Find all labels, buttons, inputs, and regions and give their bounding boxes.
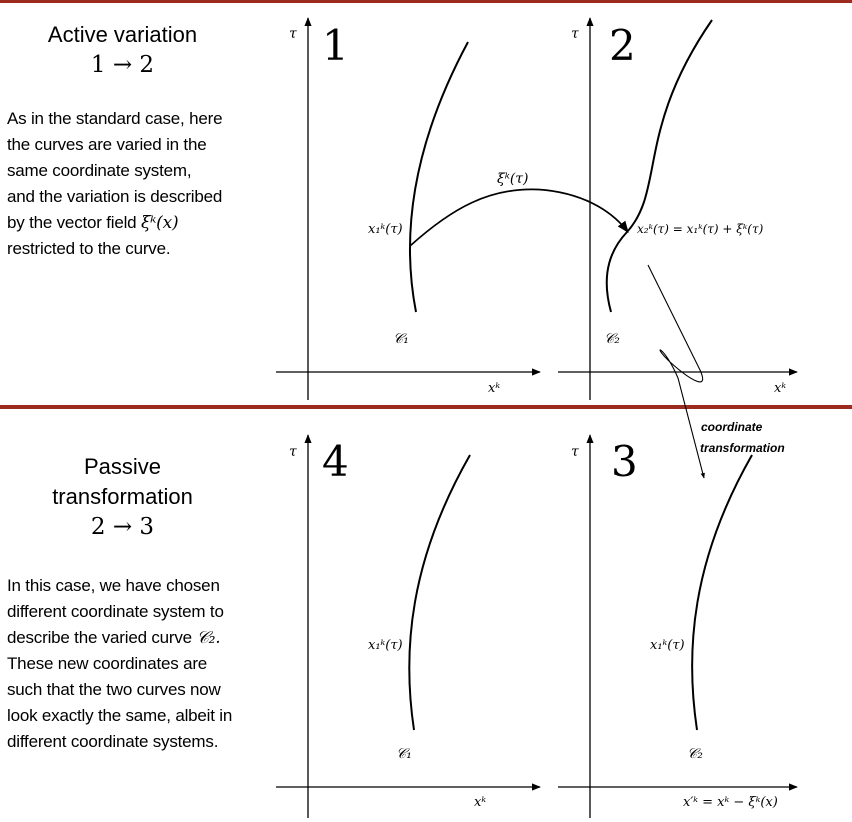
variation-arrow	[409, 188, 629, 247]
panel-2-number: 2	[609, 21, 636, 70]
panel-3-curve-label: 𝒞₂	[687, 746, 703, 762]
active-line-5: by the vector field ξᵏ(x)	[7, 210, 222, 236]
passive-line-1: In this case, we have chosen	[7, 576, 220, 595]
passive-line-5: such that the two curves now	[7, 680, 221, 699]
varied-curve-math: 𝒞₂.	[196, 628, 221, 648]
panel-1-point-label: x₁ᵏ(τ)	[368, 222, 403, 237]
passive-line-7: different coordinate systems.	[7, 732, 219, 751]
passive-description: In this case, we have chosen different c…	[7, 573, 232, 755]
passive-line-3: describe the varied curve 𝒞₂.	[7, 625, 232, 651]
passive-line-4: These new coordinates are	[7, 654, 208, 673]
panel-1-curve-label: 𝒞₁	[393, 331, 409, 347]
transformation-label-line-2: transformation	[700, 441, 785, 455]
panel-2: τ 2 x₂ᵏ(τ) = x₁ᵏ(τ) + ξᵏ(τ) 𝒞₂ xᵏ	[558, 17, 798, 400]
active-title: Active variation	[47, 22, 198, 47]
panel-4: τ 4 x₁ᵏ(τ) 𝒞₁ xᵏ	[276, 434, 541, 818]
panel-3-number: 3	[611, 437, 638, 486]
panel-3: τ 3 x₁ᵏ(τ) 𝒞₂ x′ᵏ = xᵏ − ξᵏ(x)	[558, 434, 798, 818]
active-line-5-text: by the vector field	[7, 213, 141, 232]
panel-1-curve	[409, 41, 469, 313]
panel-4-point-label: x₁ᵏ(τ)	[368, 638, 403, 653]
panel-1-x-label: xᵏ	[488, 381, 500, 396]
panel-2-point-label: x₂ᵏ(τ) = x₁ᵏ(τ) + ξᵏ(τ)	[637, 222, 764, 236]
active-line-2: the curves are varied in the	[7, 135, 207, 154]
passive-title-line-1: Passive	[83, 454, 162, 479]
passive-line-2: different coordinate system to	[7, 602, 224, 621]
variation-label: ξᵏ(τ)	[497, 171, 529, 187]
panel-1-tau-label: τ	[289, 26, 297, 42]
panel-2-curve-label: 𝒞₂	[604, 331, 620, 347]
transformation-label-line-1: coordinate	[701, 420, 763, 434]
transformation-arrow	[647, 264, 705, 479]
active-line-4: and the variation is described	[7, 187, 223, 206]
panel-3-x-label: x′ᵏ = xᵏ − ξᵏ(x)	[683, 795, 778, 810]
passive-line-6: look exactly the same, albeit in	[7, 706, 233, 725]
section-divider	[0, 405, 852, 409]
passive-title-line-2: transformation	[52, 484, 193, 509]
panel-4-curve	[408, 454, 471, 731]
passive-subtitle: 2 → 3	[90, 514, 155, 540]
active-heading: Active variation 1 → 2	[30, 20, 215, 80]
active-description: As in the standard case, here the curves…	[7, 106, 223, 262]
panel-4-x-label: xᵏ	[474, 795, 486, 810]
panel-3-point-label: x₁ᵏ(τ)	[650, 638, 685, 653]
vector-field-math: ξᵏ(x)	[140, 213, 179, 233]
panel-4-curve-label: 𝒞₁	[396, 746, 412, 762]
passive-heading: Passive transformation 2 → 3	[25, 452, 220, 542]
panel-1: τ 1 x₁ᵏ(τ) 𝒞₁ xᵏ	[276, 17, 541, 400]
panel-2-x-label: xᵏ	[774, 381, 786, 396]
panel-4-number: 4	[322, 437, 349, 486]
active-line-1: As in the standard case, here	[7, 109, 223, 128]
top-divider	[0, 0, 852, 3]
panel-3-tau-label: τ	[571, 444, 579, 460]
panel-3-curve	[691, 454, 753, 731]
panel-2-curve	[605, 19, 713, 313]
active-line-3: same coordinate system,	[7, 161, 192, 180]
panel-1-number: 1	[322, 21, 349, 70]
panel-4-tau-label: τ	[289, 444, 297, 460]
panel-2-tau-label: τ	[571, 26, 579, 42]
active-subtitle: 1 → 2	[90, 52, 155, 78]
active-line-6: restricted to the curve.	[7, 239, 171, 258]
passive-line-3-text: describe the varied curve	[7, 628, 197, 647]
